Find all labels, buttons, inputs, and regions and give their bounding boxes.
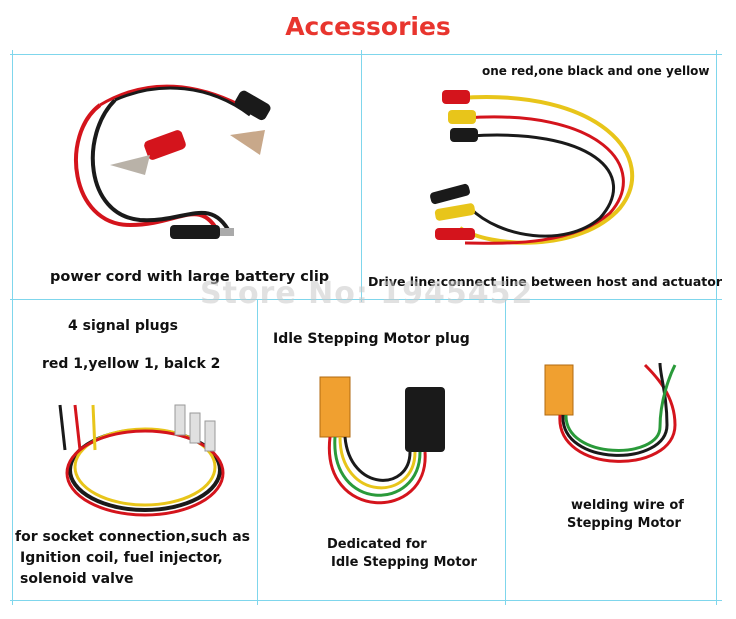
idle-plug-caption-line-1: Dedicated for [327,537,427,552]
grid-line-bottom-divider-1 [257,299,258,605]
page-title: Accessories [285,12,451,41]
idle-plug-heading: Idle Stepping Motor plug [273,331,470,347]
signal-plugs-caption-line-1: for socket connection,such as [15,529,250,545]
welding-wire-illustration [544,362,677,463]
signal-plugs-colors-note: red 1,yellow 1, balck 2 [42,356,221,372]
grid-line-right [716,50,717,605]
grid-line-bottom-divider-2 [505,299,506,605]
signal-plugs-caption-line-3: solenoid valve [20,571,134,587]
idle-plug-illustration [319,376,445,505]
power-cord-caption: power cord with large battery clip [50,269,330,285]
signal-plugs-caption-line-2: Ignition coil, fuel injector, [20,550,223,566]
drive-line-caption: Drive line:connect line between host and… [368,274,722,289]
store-watermark: Store No: 1945452 [200,276,534,311]
welding-wire-caption-line-1: welding wire of [571,498,684,513]
idle-plug-caption-line-2: Idle Stepping Motor [331,555,477,570]
welding-wire-caption-line-2: Stepping Motor [567,516,681,531]
grid-line-top [10,54,722,55]
signal-plugs-illustration [58,404,225,517]
power-cord-illustration [74,84,271,239]
grid-line-top-divider [361,50,362,302]
drive-line-top-note: one red,one black and one yellow [482,64,710,78]
grid-line-middle [10,299,722,300]
drive-line-illustration [430,90,635,245]
grid-line-left [12,50,13,605]
grid-line-bottom [10,600,722,601]
signal-plugs-heading: 4 signal plugs [68,318,178,334]
